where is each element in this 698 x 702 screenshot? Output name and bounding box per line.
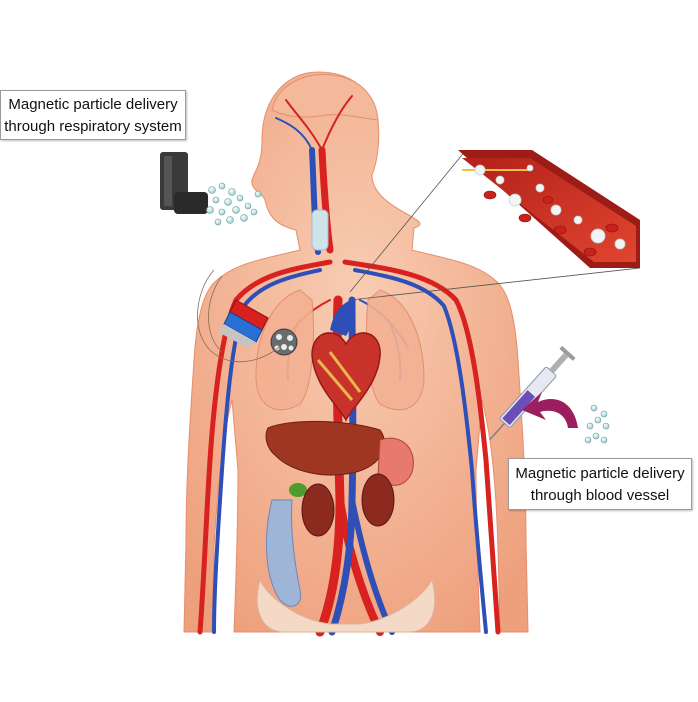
inhaler-icon (160, 152, 208, 214)
callout-respiratory-line2: through respiratory system (4, 118, 182, 135)
pelvis (256, 578, 436, 633)
gallbladder (289, 483, 307, 497)
liver (265, 420, 385, 476)
wire-loops (197, 269, 287, 363)
colon (265, 499, 302, 607)
syringe-icon (489, 345, 576, 441)
injected-particles (584, 404, 610, 444)
callout-blood-line2: through blood vessel (530, 487, 670, 504)
callout-respiratory-line1: Magnetic particle delivery (8, 96, 178, 113)
trachea (311, 209, 329, 251)
heart (311, 300, 381, 422)
vascular-system (197, 95, 501, 637)
blood-vessel-inset (349, 149, 641, 301)
callout-blood-vessel-delivery: Magnetic particle delivery through blood… (508, 458, 692, 510)
callout-respiratory-delivery: Magnetic particle delivery through respi… (0, 90, 186, 140)
callout-blood-line1: Magnetic particle delivery (515, 465, 685, 482)
magnet-icon (218, 299, 269, 348)
inhaled-particles (206, 182, 262, 226)
curved-arrow-icon (522, 392, 578, 428)
kidney-right (361, 473, 395, 527)
kidney-left (301, 483, 335, 537)
